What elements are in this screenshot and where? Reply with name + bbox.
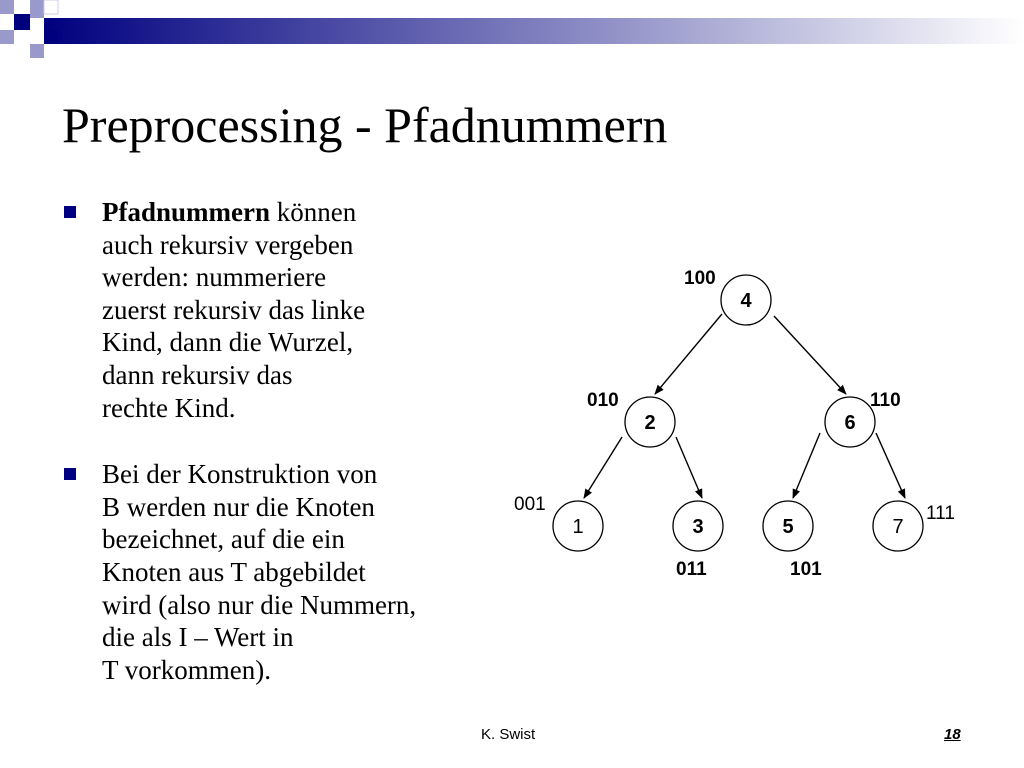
footer-author: K. Swist — [481, 726, 536, 743]
tree-edge-2-3 — [675, 436, 703, 499]
tree-node-label: 7 — [892, 516, 903, 538]
tree-edge-4-2 — [654, 313, 723, 395]
bullet-line: werden: nummeriere — [102, 262, 327, 293]
tree-node-5: 5 — [762, 500, 814, 552]
bullet-square-icon — [64, 468, 76, 481]
bullet-line: bezeichnet, auf die ein — [102, 524, 345, 555]
bullet-line: auch rekursiv vergeben — [102, 229, 354, 260]
bullet-line: zuerst rekursiv das linke — [102, 294, 366, 325]
bullet-lead: Pfadnummern — [102, 197, 270, 227]
bullet-list: Pfadnummern können auch rekursiv vergebe… — [62, 196, 522, 686]
path-number-label: 011 — [676, 559, 707, 580]
bullet-line: Pfadnummern können — [102, 196, 522, 229]
tree-node-3: 3 — [672, 500, 724, 552]
tree-edge-2-1 — [583, 436, 623, 499]
tree-node-2: 2 — [624, 396, 676, 448]
tree-node-circle — [672, 500, 724, 552]
tree-node-circle — [720, 274, 772, 326]
bullet-text: können — [270, 197, 357, 227]
bullet-square-icon — [64, 206, 76, 218]
bullet-line: die als I – Wert in — [102, 622, 294, 653]
bullet-line: Kind, dann die Wurzel, — [102, 327, 354, 358]
page-number: 18 — [944, 726, 961, 743]
tree-edge-4-6 — [773, 315, 847, 395]
bullet-line: wird (also nur die Nummern, — [102, 589, 417, 620]
tree-node-circle — [762, 500, 814, 552]
header-decoration — [0, 0, 1024, 58]
tree-node-circle — [552, 500, 604, 552]
bullet-line: T vorkommen). — [102, 654, 271, 685]
bullet-line: rechte Kind. — [102, 392, 236, 423]
tree-node-1: 1 — [552, 500, 604, 552]
tree-node-label: 2 — [644, 412, 655, 434]
tree-node-circle — [872, 500, 924, 552]
bullet-item-2: Bei der Konstruktion von B werden nur di… — [62, 458, 522, 686]
tree-node-7: 7 — [872, 500, 924, 552]
tree-node-label: 4 — [740, 290, 752, 312]
tree-node-label: 1 — [572, 516, 583, 538]
tree-edge-6-5 — [792, 432, 821, 499]
path-number-label: 010 — [587, 390, 619, 411]
tree-node-6: 6 — [824, 396, 876, 448]
bullet-line: dann rekursiv das — [102, 359, 293, 390]
bullet-item-1: Pfadnummern können auch rekursiv vergebe… — [62, 196, 522, 424]
tree-node-label: 3 — [692, 516, 703, 538]
bullet-line: Bei der Konstruktion von — [102, 459, 378, 490]
path-number-label: 110 — [870, 390, 901, 411]
path-number-label: 101 — [790, 559, 822, 580]
tree-node-4: 4 — [720, 274, 772, 326]
page-title: Preprocessing - Pfadnummern — [62, 97, 668, 153]
path-number-label: 100 — [684, 268, 716, 289]
bullet-line: Knoten aus T abgebildet — [102, 556, 366, 587]
tree-node-circle — [624, 396, 676, 448]
bullet-line: B werden nur die Knoten — [102, 491, 375, 522]
tree-node-label: 5 — [782, 516, 793, 538]
path-number-label: 001 — [514, 494, 546, 515]
tree-node-circle — [824, 396, 876, 448]
tree-node-label: 6 — [844, 412, 855, 434]
path-number-label: 111 — [926, 503, 955, 524]
tree-edge-6-7 — [875, 432, 906, 499]
